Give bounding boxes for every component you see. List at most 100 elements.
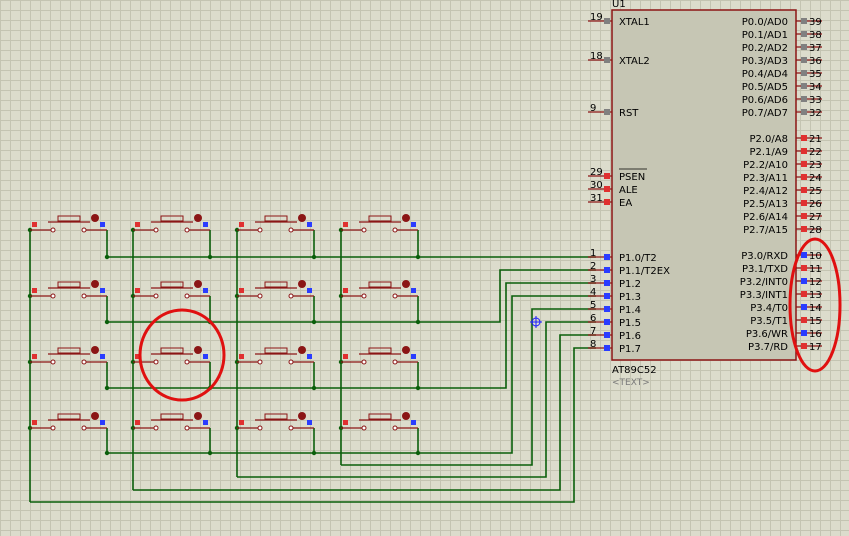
pin-label-30: ALE: [619, 185, 638, 196]
pin-number-39: 39: [809, 17, 822, 28]
pin-label-35: P0.4/AD4: [742, 69, 788, 80]
pin-number-33: 33: [809, 95, 822, 106]
pin-label-28: P2.7/A15: [743, 225, 788, 236]
pin-number-31: 31: [590, 193, 603, 204]
chip-pin-21[interactable]: 21 P2.0/A8: [749, 134, 822, 145]
push-button-r3c3[interactable]: [237, 346, 314, 365]
pin-number-28: 28: [809, 225, 822, 236]
pin-number-2: 2: [590, 261, 596, 272]
chip-body[interactable]: [611, 9, 797, 361]
pin-number-24: 24: [809, 173, 822, 184]
pin-number-13: 13: [809, 290, 822, 301]
push-button-r2c1[interactable]: [30, 280, 107, 299]
push-button-r1c3[interactable]: [237, 214, 314, 233]
pin-number-11: 11: [809, 264, 822, 275]
chip-text-placeholder: <TEXT>: [612, 378, 650, 388]
wire-row2-bus: [107, 269, 596, 323]
push-button-r3c4[interactable]: [341, 346, 418, 365]
chip-pin-28[interactable]: 28 P2.7/A15: [743, 225, 822, 236]
push-button-r1c1[interactable]: [30, 214, 107, 233]
chip-pin-33[interactable]: 33 P0.6/AD6: [742, 95, 822, 106]
pin-label-23: P2.2/A10: [743, 160, 788, 171]
push-button-r1c2[interactable]: [133, 214, 210, 233]
push-button-r4c2[interactable]: [133, 412, 210, 431]
pin-label-18: XTAL2: [619, 56, 650, 67]
pin-number-12: 12: [809, 277, 822, 288]
wire-col3-bus: [237, 321, 596, 478]
pin-number-19: 19: [590, 12, 603, 23]
pin-label-10: P3.0/RXD: [741, 251, 788, 262]
push-button-r4c1[interactable]: [30, 412, 107, 431]
push-button-r4c4[interactable]: [341, 412, 418, 431]
push-button-r2c2[interactable]: [133, 280, 210, 299]
pin-number-5: 5: [590, 300, 596, 311]
pin-number-15: 15: [809, 316, 822, 327]
push-button-r1c4[interactable]: [341, 214, 418, 233]
chip-pin-31[interactable]: 31 EA: [588, 193, 632, 209]
push-button-r2c3[interactable]: [237, 280, 314, 299]
chip-part-name: AT89C52: [612, 365, 657, 376]
pin-label-5: P1.4: [619, 305, 641, 316]
pin-label-37: P0.2/AD2: [742, 43, 788, 54]
pin-label-31: EA: [619, 198, 632, 209]
pin-number-26: 26: [809, 199, 822, 210]
pin-label-19: XTAL1: [619, 17, 650, 28]
wire-col1-bus: [30, 347, 596, 503]
pin-number-22: 22: [809, 147, 822, 158]
pin-number-17: 17: [809, 342, 822, 353]
chip-pin-10[interactable]: 10 P3.0/RXD: [741, 251, 822, 262]
chip-pin-19[interactable]: 19 XTAL1: [588, 12, 650, 28]
wire-col2-bus: [133, 334, 596, 491]
chip-pin-36[interactable]: 36 P0.3/AD3: [742, 56, 822, 67]
pin-label-33: P0.6/AD6: [742, 95, 788, 106]
pin-label-21: P2.0/A8: [749, 134, 788, 145]
push-button-r3c2[interactable]: [133, 346, 210, 365]
push-button-r4c3[interactable]: [237, 412, 314, 431]
pin-label-36: P0.3/AD3: [742, 56, 788, 67]
pin-number-36: 36: [809, 56, 822, 67]
pin-label-9: RST: [619, 108, 639, 119]
push-button-r3c1[interactable]: [30, 346, 107, 365]
pin-number-10: 10: [809, 251, 822, 262]
pin-number-21: 21: [809, 134, 822, 145]
pin-number-3: 3: [590, 274, 596, 285]
push-button-r2c4[interactable]: [341, 280, 418, 299]
chip-pin-5[interactable]: 5 P1.4: [588, 300, 641, 316]
wires-layer: [27, 227, 596, 503]
